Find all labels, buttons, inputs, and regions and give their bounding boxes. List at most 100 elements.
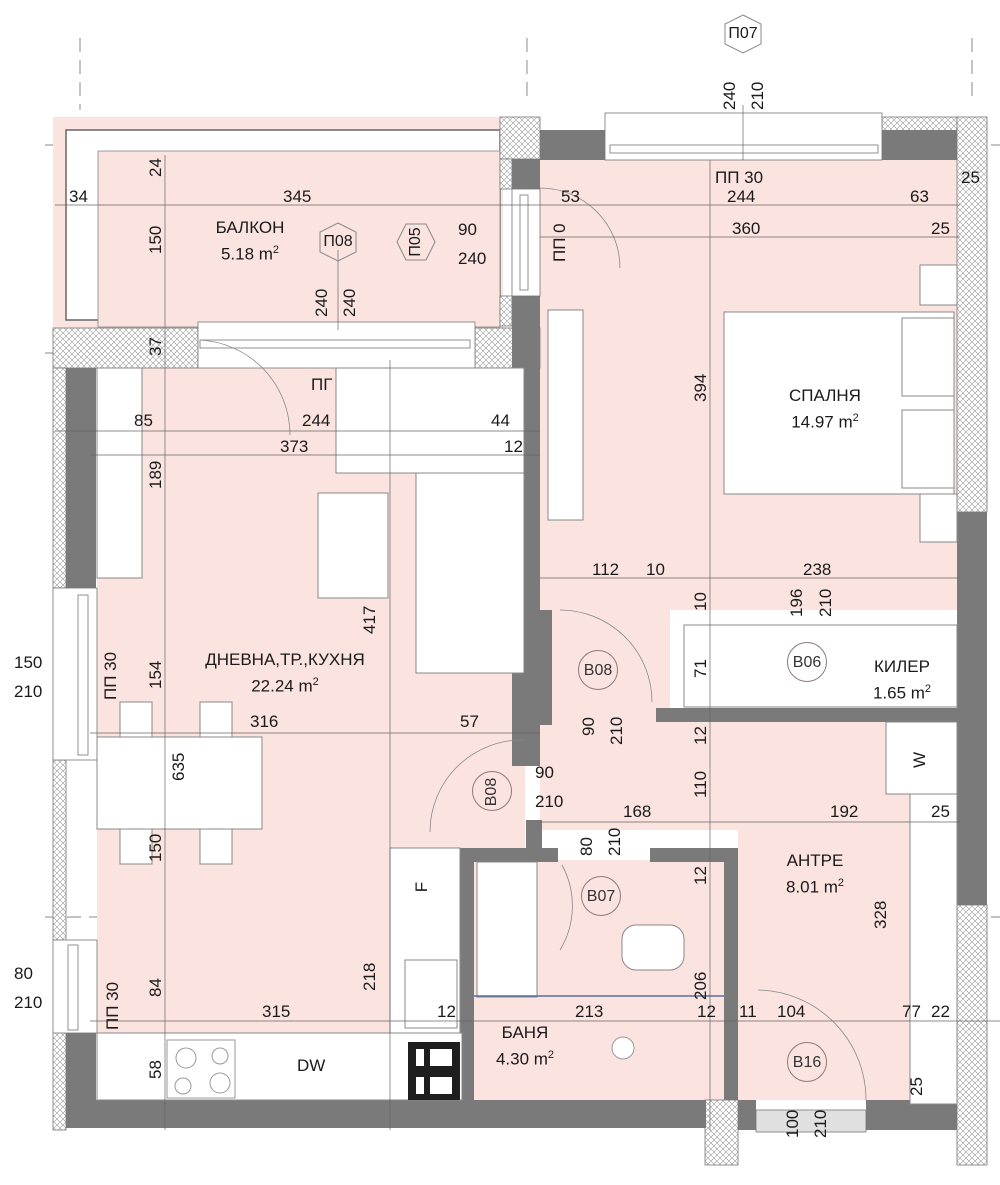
dim-label: 12 (691, 726, 710, 745)
dim-label: 10 (691, 592, 710, 611)
room-name: КИЛЕР (874, 657, 930, 676)
dim-label: 240 (312, 288, 331, 317)
dim-label: 345 (283, 187, 312, 206)
dim-label: 37 (146, 337, 165, 356)
dim-label: 150 (146, 225, 165, 254)
dim-label: 360 (732, 219, 761, 238)
dim-label: 24 (146, 158, 165, 177)
dim-label: 373 (280, 437, 309, 456)
dim-label: 210 (535, 792, 564, 811)
dim-label: 90 (579, 717, 598, 736)
room-label-bath: БАНЯ 4.30 m2 (485, 1022, 565, 1071)
dim-label: 25 (961, 168, 980, 187)
dim-label: 635 (169, 752, 188, 781)
dim-label: 210 (605, 827, 624, 856)
dim-label: 154 (146, 660, 165, 689)
dim-label: 100 (783, 1109, 802, 1138)
dim-label: 10 (646, 560, 665, 579)
dim-label: 80 (14, 964, 33, 983)
furniture (96, 264, 958, 1105)
dim-label: 90 (458, 220, 477, 239)
dim-label: 238 (803, 560, 832, 579)
dim-label: 218 (360, 962, 379, 991)
window-tag-p07: П07 (723, 14, 763, 54)
dim-label: 210 (607, 716, 626, 745)
dim-label: 104 (777, 1002, 806, 1021)
door-tag-b08-living: В08 (472, 771, 512, 811)
dim-label: 25 (907, 1077, 926, 1096)
room-area: 5.18 m (220, 244, 273, 264)
dim-label: 315 (262, 1002, 291, 1021)
room-area: 4.30 m (495, 1049, 548, 1069)
fridge-label: F (412, 881, 432, 893)
dim-label: 25 (931, 219, 950, 238)
dishwasher-label: DW (297, 1056, 326, 1075)
note-pp30-left2: ПП 30 (103, 981, 122, 1030)
dim-label: 210 (14, 682, 43, 701)
room-name: СПАЛНЯ (789, 386, 861, 405)
dim-label: 71 (691, 659, 710, 678)
dim-label: 112 (592, 560, 620, 579)
dim-label: 63 (910, 187, 929, 206)
door-tag-b16: В16 (787, 1042, 827, 1082)
washer-label: W (910, 751, 930, 769)
dim-label: 85 (134, 411, 153, 430)
dim-label: 192 (830, 802, 859, 821)
room-name: БАНЯ (501, 1023, 549, 1042)
cooktop (166, 1039, 236, 1099)
dim-label: 12 (697, 1002, 716, 1021)
dim-label: 210 (748, 81, 767, 110)
dim-label: 90 (535, 763, 554, 782)
room-area: 8.01 m (785, 877, 838, 897)
room-label-balcony: БАЛКОН 5.18 m2 (200, 217, 300, 266)
door-swings (199, 187, 867, 1101)
dim-label: 328 (871, 900, 890, 929)
room-area: 1.65 m (872, 683, 925, 703)
dim-label: 11 (739, 1002, 757, 1021)
room-label-closet: КИЛЕР 1.65 m2 (862, 656, 942, 705)
dim-label: 110 (691, 770, 710, 798)
dimension-lines (55, 105, 1000, 1130)
dim-label: 394 (691, 373, 710, 402)
dim-label: 12 (437, 1002, 456, 1021)
dim-label: 25 (931, 802, 950, 821)
room-label-hall: АНТРЕ 8.01 m2 (770, 850, 860, 899)
note-pp30-left1: ПП 30 (101, 651, 120, 700)
dim-label: 213 (575, 1002, 604, 1021)
dim-label: 150 (14, 653, 43, 672)
dim-label: 58 (146, 1060, 165, 1079)
room-name: ДНЕВНА,ТР.,КУХНЯ (205, 650, 365, 669)
dim-label: 316 (250, 712, 279, 731)
room-area: 14.97 m (791, 412, 853, 432)
dim-label: 150 (146, 833, 165, 862)
dim-label: 240 (720, 81, 739, 110)
door-tag-b08-bedroom: В08 (578, 650, 618, 690)
dim-label: 244 (302, 411, 331, 430)
dim-label: 240 (340, 288, 359, 317)
note-pp30-top: ПП 30 (715, 168, 764, 187)
door-tag-b06: В06 (787, 642, 827, 682)
room-label-bedroom: СПАЛНЯ 14.97 m2 (770, 385, 880, 434)
dim-label: 210 (816, 588, 835, 617)
dim-label: 44 (491, 411, 510, 430)
room-label-living: ДНЕВНА,ТР.,КУХНЯ 22.24 m2 (180, 649, 390, 698)
dim-label: 210 (811, 1109, 830, 1138)
window-tag-p05: П05 (396, 222, 436, 262)
dim-label: 189 (146, 460, 165, 489)
dim-label: 84 (146, 978, 165, 997)
room-name: БАЛКОН (215, 218, 285, 237)
window-frames (52, 112, 883, 1133)
dim-label: 12 (691, 866, 710, 885)
room-area: 22.24 m (251, 676, 313, 696)
dim-label: 12 (504, 437, 523, 456)
dim-label: 168 (623, 802, 652, 821)
dim-label: 210 (14, 993, 43, 1012)
door-tag-b07: В07 (581, 876, 621, 916)
dim-label: 77 (902, 1002, 921, 1021)
dim-label: 240 (458, 249, 487, 268)
dim-label: 34 (69, 187, 88, 206)
dim-label: 80 (577, 837, 596, 856)
door-tag-p08: П08 (318, 222, 358, 262)
dim-label: 22 (931, 1002, 950, 1021)
